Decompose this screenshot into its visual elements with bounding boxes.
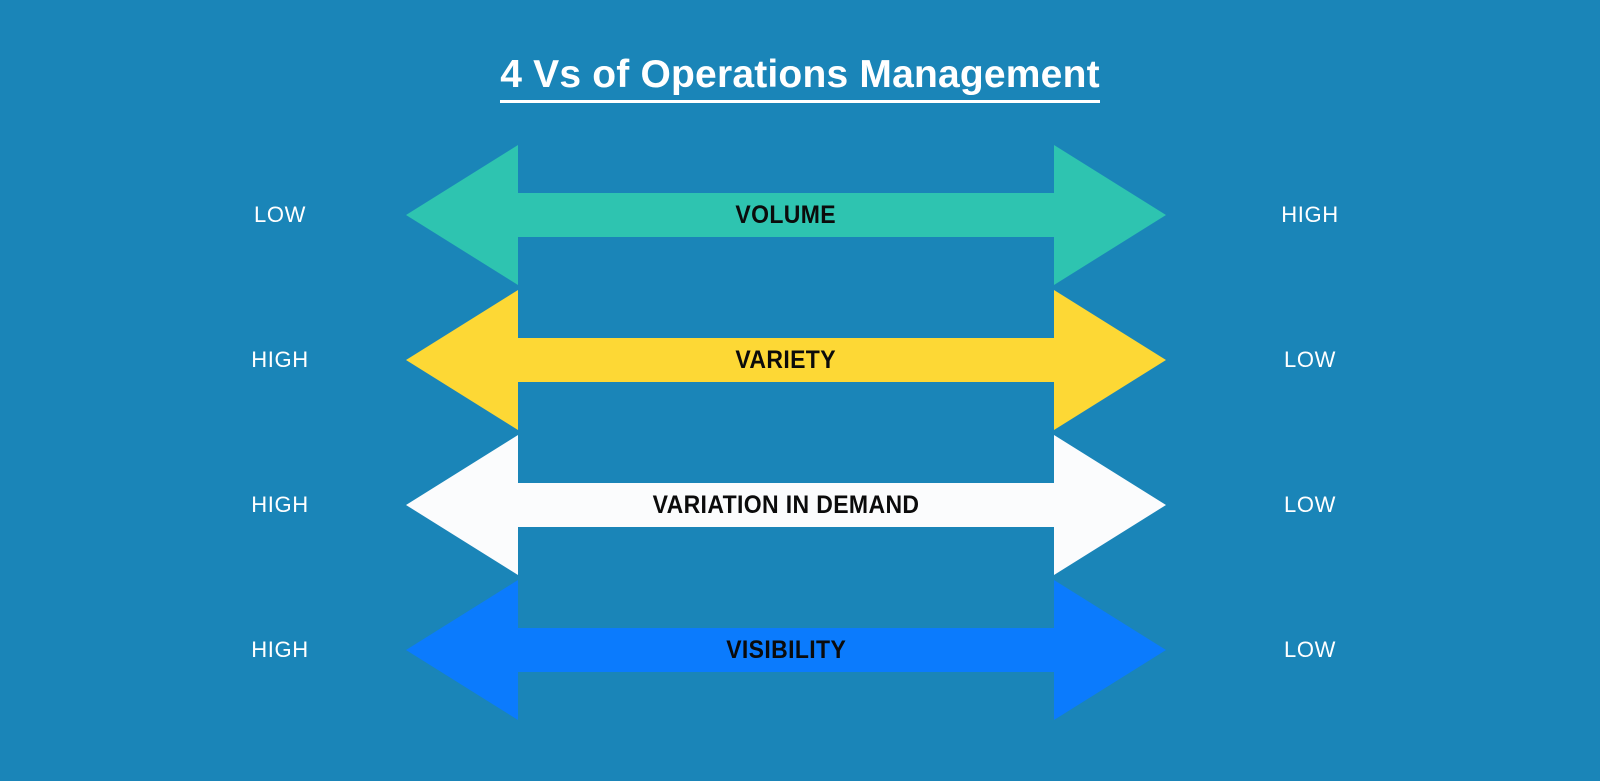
double-arrow-shape-variation-in-demand xyxy=(406,435,1166,575)
double-arrow-volume xyxy=(406,145,1166,285)
right-label-variation-in-demand: LOW xyxy=(1284,492,1336,517)
right-label-volume: HIGH xyxy=(1281,202,1339,227)
double-arrow-shape-visibility xyxy=(406,580,1166,720)
double-arrow-visibility xyxy=(406,580,1166,720)
page-title-text: 4 Vs of Operations Management xyxy=(500,53,1100,103)
double-arrow-variation-in-demand xyxy=(406,435,1166,575)
double-arrow-shape-variety xyxy=(406,290,1166,430)
right-label-variety: LOW xyxy=(1284,347,1336,372)
left-label-variation-in-demand: HIGH xyxy=(251,492,309,517)
left-label-visibility: HIGH xyxy=(251,637,309,662)
right-label-visibility: LOW xyxy=(1284,637,1336,662)
arrow-row-variety: HIGH VARIETY LOW xyxy=(0,285,1600,435)
arrow-row-volume: LOW VOLUME HIGH xyxy=(0,140,1600,290)
left-label-volume: LOW xyxy=(254,202,306,227)
double-arrow-shape-volume xyxy=(406,145,1166,285)
double-arrow-variety xyxy=(406,290,1166,430)
page-title: 4 Vs of Operations Management xyxy=(0,53,1600,103)
arrow-row-visibility: HIGH VISIBILITY LOW xyxy=(0,575,1600,725)
left-label-variety: HIGH xyxy=(251,347,309,372)
arrow-row-variation-in-demand: HIGH VARIATION IN DEMAND LOW xyxy=(0,430,1600,580)
